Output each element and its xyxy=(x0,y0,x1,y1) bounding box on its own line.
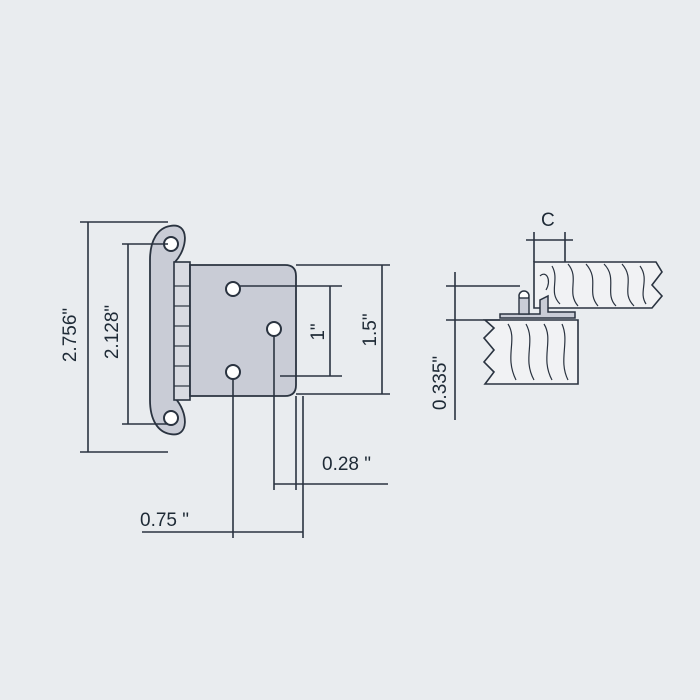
lower-wood-grain xyxy=(507,323,569,381)
dim-hole-spacing: 2.128" xyxy=(102,243,168,425)
dim-label-leaf-height: 1.5" xyxy=(360,313,381,346)
hinge-side-view xyxy=(482,261,664,385)
door-screw-hole-3 xyxy=(225,364,241,380)
dim-clearance: C xyxy=(526,210,573,262)
dim-label-inner-hole-spacing: 1" xyxy=(308,323,329,340)
dim-label-hole-offset: 0.28 " xyxy=(322,454,371,475)
dim-label-leaf-width: 0.75 " xyxy=(140,510,189,531)
dim-label-overall-height: 2.756" xyxy=(60,308,81,362)
dim-inner-hole-spacing: 1" xyxy=(240,285,342,377)
upper-wood-block xyxy=(533,261,664,309)
knuckle-segments xyxy=(174,285,190,387)
dim-label-hole-spacing: 2.128" xyxy=(102,305,123,359)
dim-label-offset: 0.335" xyxy=(430,356,451,410)
hinge-section-leaf xyxy=(499,294,576,319)
hinge-front-view xyxy=(149,224,297,436)
dim-overall-height: 2.756" xyxy=(60,221,168,453)
dim-leaf-width: 0.75 " xyxy=(140,379,304,538)
upper-wood-grain xyxy=(539,263,647,307)
dim-leaf-height: 1.5" xyxy=(296,264,390,395)
frame-leaf xyxy=(149,224,186,436)
door-screw-hole-1 xyxy=(225,281,241,297)
dim-hole-offset: 0.28 " xyxy=(273,336,388,490)
frame-screw-hole-bottom xyxy=(163,410,179,426)
hinge-section-upright xyxy=(518,297,530,315)
door-screw-hole-2 xyxy=(266,321,282,337)
dim-label-clearance: C xyxy=(541,210,555,231)
door-leaf xyxy=(189,264,297,397)
dim-offset: 0.335" xyxy=(430,272,520,420)
hinge-knuckle xyxy=(173,261,191,401)
lower-wood-block xyxy=(482,319,579,385)
